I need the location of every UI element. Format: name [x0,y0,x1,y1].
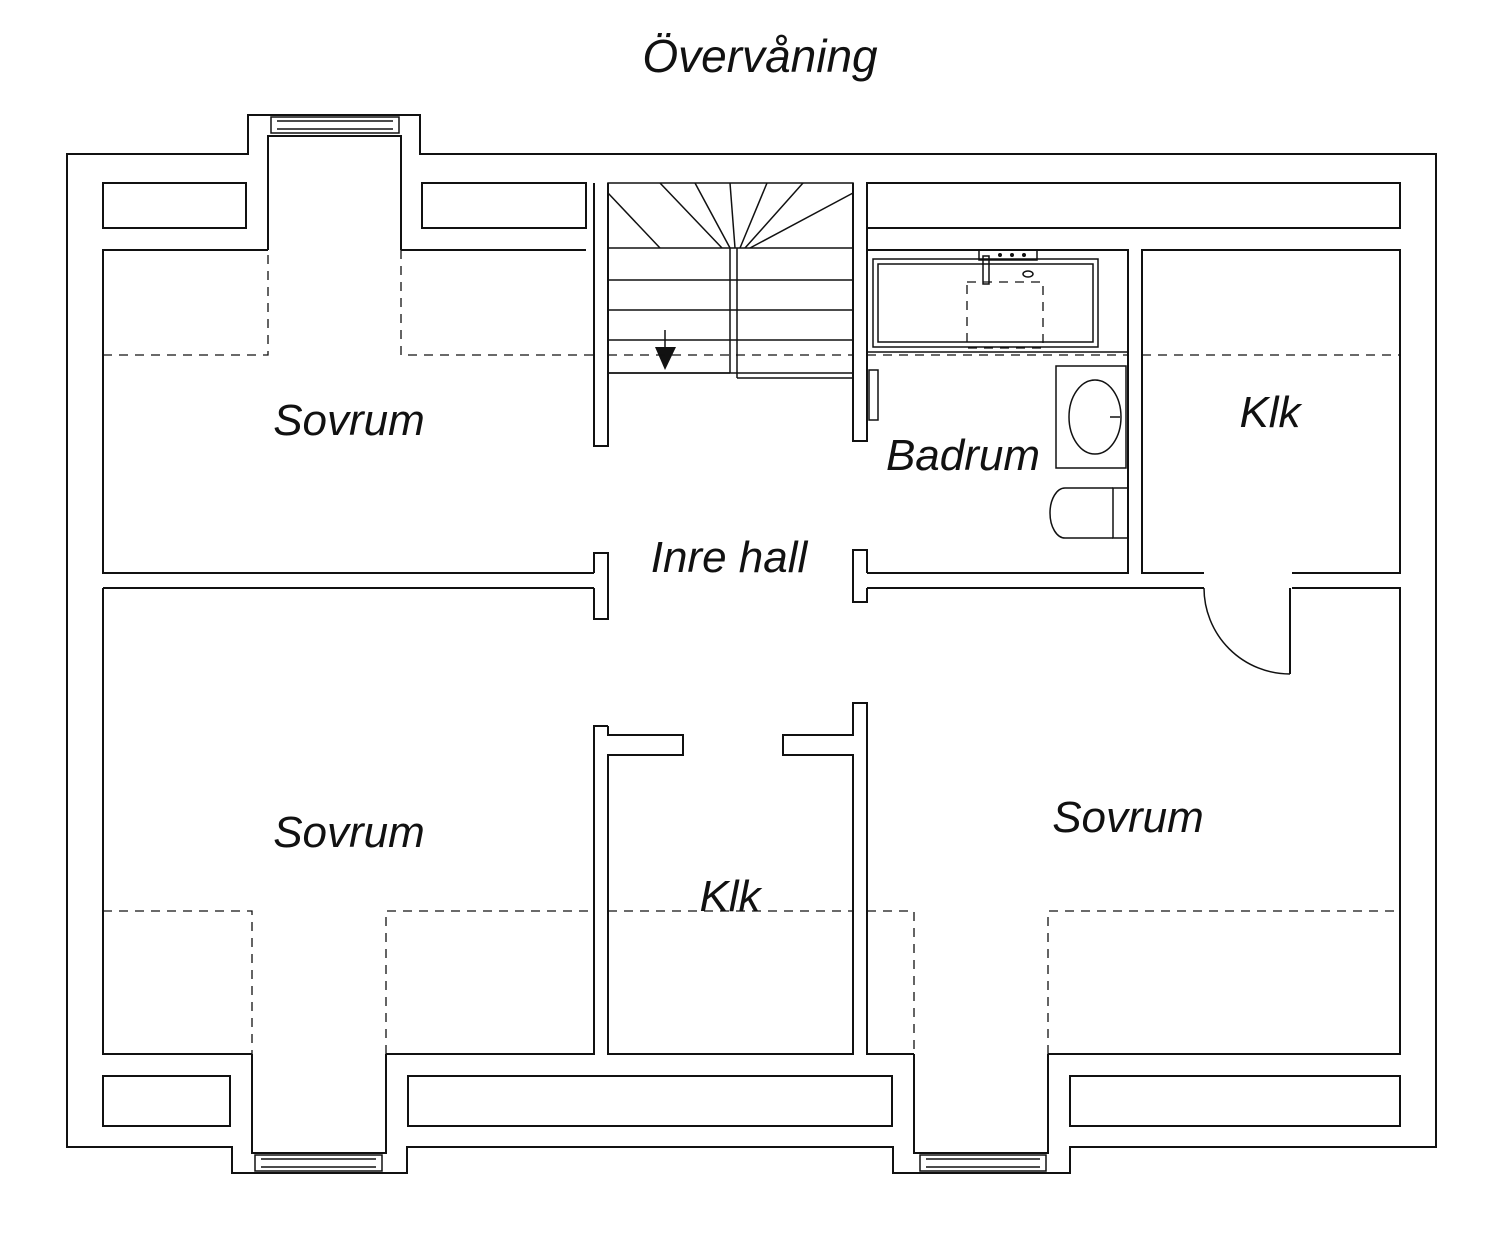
storage-top-2 [421,182,587,229]
wall-sovrum-top-left [102,249,594,574]
toilet [1049,487,1129,539]
wall-klk-right [1141,249,1401,574]
door-jamb-right [852,549,868,603]
window-top [270,116,400,134]
door-swing-klk [1203,587,1291,675]
window-bottom-left [254,1154,383,1172]
wall-klk-center [607,702,914,1055]
label-sovrum-bottom-left: Sovrum [273,808,425,857]
stair-direction-arrow-icon [655,347,676,370]
bathroom-door [868,369,879,421]
label-badrum: Badrum [886,431,1040,480]
staircase [607,182,854,379]
storage-bottom-3 [1069,1075,1401,1127]
label-klk-center: Klk [699,872,762,921]
roofline-bottom [103,910,1400,1054]
label-inre-hall: Inre hall [651,533,809,582]
washbasin [1055,365,1127,469]
label-klk-right: Klk [1239,388,1302,437]
window-bay-bottom-right [913,1054,1049,1154]
door-jamb-left [593,552,609,620]
wall-sovrum-bottom-left [102,588,608,1055]
storage-bottom-1 [102,1075,231,1127]
wall-stair-right [852,183,868,442]
storage-top-1 [102,182,247,229]
window-bay-bottom-left [251,1054,387,1154]
label-sovrum-bottom-right: Sovrum [1052,793,1204,842]
storage-top-3 [866,182,1401,229]
exterior-wall-outer [66,114,1437,1174]
roofline-top [103,250,1400,356]
window-bay-top [267,135,402,250]
wall-stair-left [593,183,609,447]
label-sovrum-top-left: Sovrum [273,396,425,445]
window-bottom-right [919,1154,1047,1172]
storage-bottom-2 [407,1075,893,1127]
plan-title: Övervåning [642,30,878,82]
bathtub [872,249,1099,349]
